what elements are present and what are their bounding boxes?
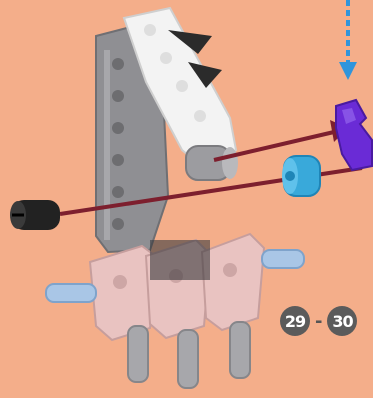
step-range: 29 - 30 <box>280 306 357 336</box>
step-start-badge: 29 <box>280 306 310 336</box>
purple-part <box>336 100 372 170</box>
dashed-down-arrow-icon <box>339 0 357 80</box>
step-separator: - <box>315 311 322 332</box>
step-end-badge: 30 <box>327 306 357 336</box>
gray-peg-part <box>186 146 238 180</box>
black-peg-part <box>10 200 60 230</box>
cyan-bushing-part <box>282 156 320 196</box>
bottom-gray-pegs <box>128 322 250 388</box>
